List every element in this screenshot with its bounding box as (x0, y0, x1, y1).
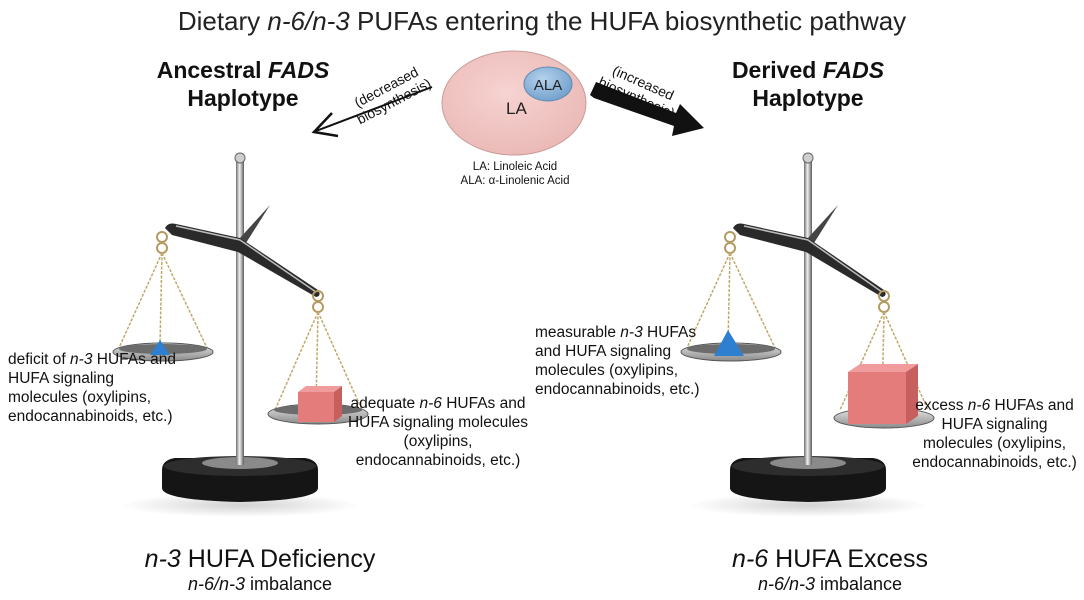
n6-marker-medium (298, 386, 342, 422)
left-balance-scale (112, 152, 369, 517)
n6-marker-large (848, 364, 918, 424)
right-n6-note: excess n-6 HUFAs and HUFA signaling mole… (912, 397, 1077, 471)
right-outcome-title: n-6 HUFA Excess (732, 545, 928, 573)
decreased-biosynthesis-arrow (311, 86, 433, 138)
abbreviation-legend: LA: Linoleic Acid ALA: α-Linolenic Acid (460, 161, 570, 187)
right-outcome-subtitle: n-6/n-3 imbalance (757, 574, 903, 594)
n3-marker-medium (714, 330, 744, 356)
title-ratio: n-6/n-3 (267, 6, 350, 36)
ala-bubble (523, 66, 573, 102)
ala-label: ALA (534, 77, 562, 94)
left-n3-note: deficit of n-3 HUFAs and HUFA signaling … (8, 351, 176, 425)
n3-marker-small (150, 340, 170, 355)
ancestral-haplotype-label: Ancestral FADS Haplotype (156, 57, 330, 111)
left-outcome-subtitle: n-6/n-3 imbalance (187, 574, 333, 594)
increased-biosynthesis-arrow (590, 82, 704, 136)
pufa-pool (441, 50, 587, 156)
derived-haplotype-label: Derived FADS Haplotype (731, 57, 885, 111)
right-n3-note: measurable n-3 HUFAs and HUFA signaling … (535, 324, 700, 398)
right-balance-scale (680, 152, 935, 517)
page-title: Dietary n-6/n-3 PUFAs entering the HUFA … (177, 6, 907, 36)
left-n6-note: adequate n-6 HUFAs and HUFA signaling mo… (347, 395, 529, 469)
left-outcome-title: n-3 HUFA Deficiency (144, 545, 376, 573)
la-label: LA (506, 99, 527, 118)
